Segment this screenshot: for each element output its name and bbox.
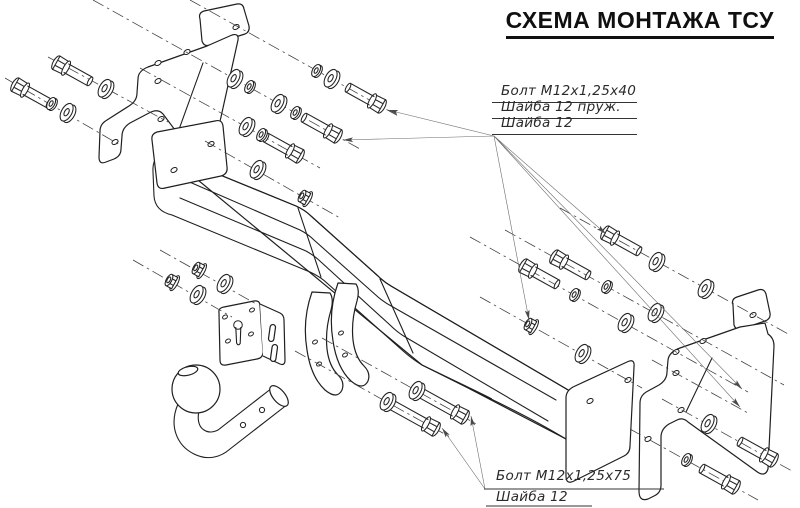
flat-washer-icon <box>186 282 210 308</box>
bolt-icon <box>49 53 96 90</box>
callout-washer-12: Шайба 12 <box>501 115 573 131</box>
flat-washer-icon <box>94 76 118 102</box>
page-title: СХЕМА МОНТАЖА ТСУ <box>505 7 774 39</box>
flat-washer-icon <box>405 378 429 404</box>
callout-bolt-m12x40: Болт М12х1,25х40 <box>501 83 637 99</box>
spring-washer-icon <box>567 286 583 304</box>
right-mounting-bracket <box>638 288 775 501</box>
flat-washer-icon <box>645 249 669 275</box>
flat-washer-icon <box>246 157 270 183</box>
flat-washer-icon <box>56 100 80 126</box>
callout-leaders <box>342 102 744 507</box>
bolt-icon <box>342 79 389 116</box>
callout-washer-12-lower: Шайба 12 <box>496 489 568 505</box>
callout-spring-washer-12: Шайба 12 пруж. <box>501 99 621 115</box>
bolt-holes <box>111 24 757 442</box>
flat-washer-icon <box>267 91 291 117</box>
right-end-plate <box>565 360 635 483</box>
spring-washer-icon <box>679 451 695 469</box>
flat-washer-icon <box>694 276 718 302</box>
tow-ball-assembly <box>171 364 289 459</box>
center-axes <box>4 0 793 501</box>
spring-washer-icon <box>599 278 615 296</box>
flat-washer-icon <box>614 310 638 336</box>
callout-bolt-m12x75: Болт М12х1,25х75 <box>496 468 632 484</box>
flat-washer-icon <box>376 389 400 415</box>
flat-washer-icon <box>644 300 668 326</box>
flat-washer-icon <box>213 271 237 297</box>
spring-washer-icon <box>242 78 258 96</box>
hitch-mount-tabs <box>304 282 370 396</box>
spring-washer-icon <box>254 126 270 144</box>
bolt-icon <box>298 109 345 146</box>
flange-nut-icon <box>162 270 182 293</box>
spring-washer-icon <box>44 95 60 113</box>
crossbeam <box>152 151 576 440</box>
flat-washer-icon <box>571 341 595 367</box>
flat-washer-icon <box>235 114 259 140</box>
flat-washer-icon <box>320 66 344 92</box>
bolt-icon <box>696 460 743 497</box>
flange-nut-icon <box>189 258 209 281</box>
ball-mount-bracket-plate <box>218 300 286 366</box>
tow-ball <box>171 364 221 414</box>
spring-washer-icon <box>309 62 325 80</box>
flange-nut-icon <box>295 186 315 209</box>
flange-nut-icon <box>521 314 541 337</box>
